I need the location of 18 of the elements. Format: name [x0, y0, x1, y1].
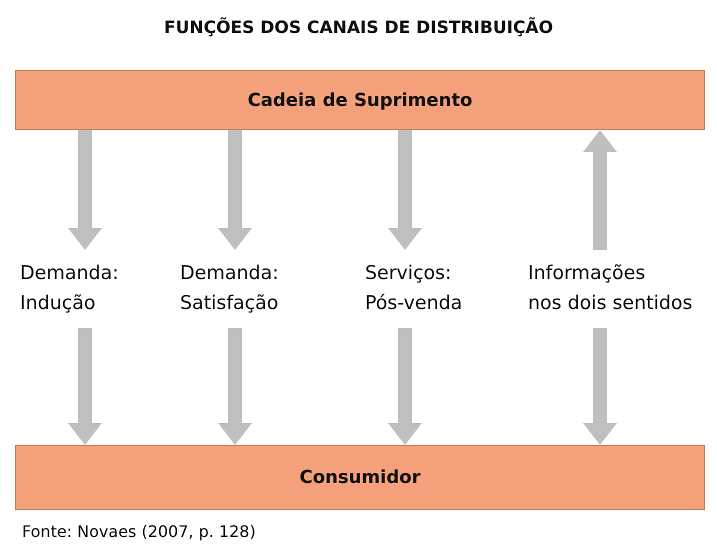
process-box — [15, 445, 705, 510]
arrow — [388, 130, 422, 250]
source-caption: Fonte: Novaes (2007, p. 128) — [22, 522, 256, 541]
arrow — [218, 328, 252, 445]
arrow — [218, 130, 252, 250]
function-label: Demanda: Satisfação — [180, 261, 280, 316]
arrow — [68, 328, 102, 445]
arrow — [583, 328, 617, 445]
box-label: Consumidor — [300, 467, 420, 488]
function-label: Serviços: Pós-venda — [365, 261, 464, 316]
diagram-title: FUNÇÕES DOS CANAIS DE DISTRIBUIÇÃO — [162, 18, 554, 38]
box-label: Cadeia de Suprimento — [248, 90, 472, 110]
arrow — [68, 130, 102, 250]
function-label: Demanda: Indução — [20, 261, 120, 316]
process-box — [15, 70, 705, 130]
arrow — [388, 328, 422, 445]
function-label: Informações nos dois sentidos — [528, 261, 694, 316]
arrow — [583, 130, 617, 250]
